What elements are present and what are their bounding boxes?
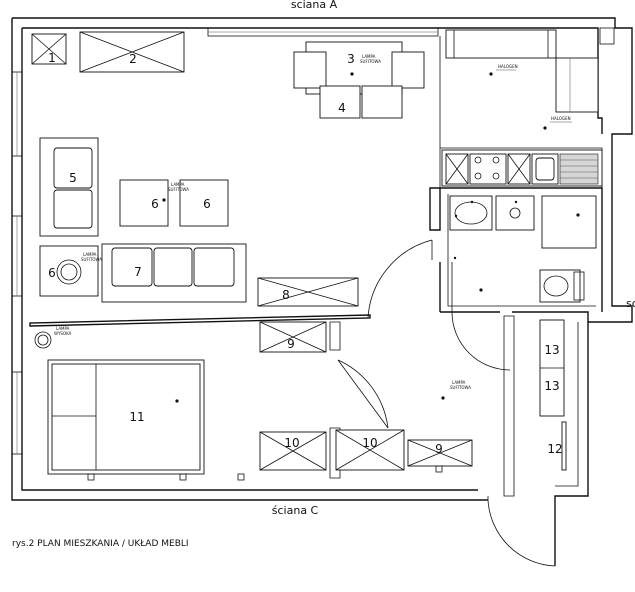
wall-label-side: sc: [626, 297, 635, 310]
label-2: 2: [129, 52, 137, 66]
label-9a: 9: [287, 337, 295, 351]
svg-text:HALOGEN: HALOGEN: [551, 116, 571, 121]
lamp-point-icon: [479, 288, 483, 292]
furniture-1: 1: [31, 33, 67, 65]
furniture-3-dining-table: 3 LAMPA SUFITOWA: [293, 41, 425, 95]
label-7: 7: [134, 265, 142, 279]
wall-label-a: sciana A: [291, 0, 338, 11]
svg-text:HALOGEN: HALOGEN: [498, 64, 518, 69]
wall-label-c: ściana C: [272, 504, 319, 517]
svg-text:SUFITOWA: SUFITOWA: [450, 385, 471, 390]
label-9b: 9: [435, 442, 443, 456]
label-6c: 6: [48, 266, 56, 280]
label-10b: 10: [362, 436, 377, 450]
label-12: 12: [547, 442, 562, 456]
lamp-point-icon: [441, 396, 445, 400]
lamp-point-icon: [175, 399, 179, 403]
halogen-icon: [489, 72, 493, 76]
furniture-8: 8: [257, 277, 359, 307]
plan-caption: rys.2 PLAN MIESZKANIA / UKŁAD MEBLI: [12, 539, 189, 549]
svg-text:LAMPA: LAMPA: [171, 182, 185, 187]
furniture-11-bed: 11: [47, 359, 245, 481]
kitchen-counter: [441, 149, 603, 187]
doors: [337, 239, 556, 567]
kitchen-area: HALOGEN HALOGEN: [445, 29, 599, 130]
label-13a: 13: [544, 343, 559, 357]
floor-lamp: LAMPA WYSOKA: [34, 326, 72, 349]
svg-text:SUFITOWA: SUFITOWA: [360, 59, 381, 64]
svg-text:LAMPA: LAMPA: [452, 380, 466, 385]
furniture-2: 2: [79, 31, 185, 73]
furniture-12: 12: [547, 421, 567, 471]
furniture-13-wardrobe: 13 13: [539, 319, 565, 417]
furniture-9a: 9: [259, 321, 327, 353]
furniture-10a: 10: [259, 431, 327, 471]
halogen-icon: [543, 126, 547, 130]
furniture-7-sofa: 7: [101, 243, 247, 303]
label-8: 8: [282, 288, 290, 302]
svg-text:SUFITOWA: SUFITOWA: [168, 187, 189, 192]
furniture-10b: 10: [335, 429, 405, 471]
furniture-6-tables: 6 6 LAMPA SUFITOWA: [119, 179, 229, 227]
label-6b: 6: [203, 197, 211, 211]
partitions: [29, 36, 603, 497]
svg-text:LAMPA: LAMPA: [83, 252, 97, 257]
svg-text:SUFITOWA: SUFITOWA: [81, 257, 102, 262]
label-10a: 10: [284, 436, 299, 450]
label-6a: 6: [151, 197, 159, 211]
ceiling-lamp-hall: LAMPA SUFITOWA: [441, 380, 471, 400]
lamp-point-icon: [576, 213, 580, 217]
label-4: 4: [338, 101, 346, 115]
furniture-6-lamp: 6 LAMPA SUFITOWA: [39, 245, 102, 297]
svg-text:LAMPA: LAMPA: [362, 54, 376, 59]
svg-text:WYSOKA: WYSOKA: [54, 331, 72, 336]
bathroom: [449, 195, 597, 303]
outer-walls: [11, 17, 633, 566]
label-1: 1: [48, 51, 56, 65]
label-5: 5: [69, 171, 77, 185]
label-13b: 13: [544, 379, 559, 393]
label-3: 3: [347, 52, 355, 66]
furniture-9b: 9: [407, 439, 473, 473]
furniture-4-chairs: 4: [319, 85, 403, 119]
svg-text:LAMPA: LAMPA: [56, 326, 70, 331]
lamp-point-icon: [162, 198, 166, 202]
lamp-point-icon: [350, 72, 354, 76]
furniture-5-armchair: 5: [39, 137, 99, 237]
label-11: 11: [129, 410, 144, 424]
